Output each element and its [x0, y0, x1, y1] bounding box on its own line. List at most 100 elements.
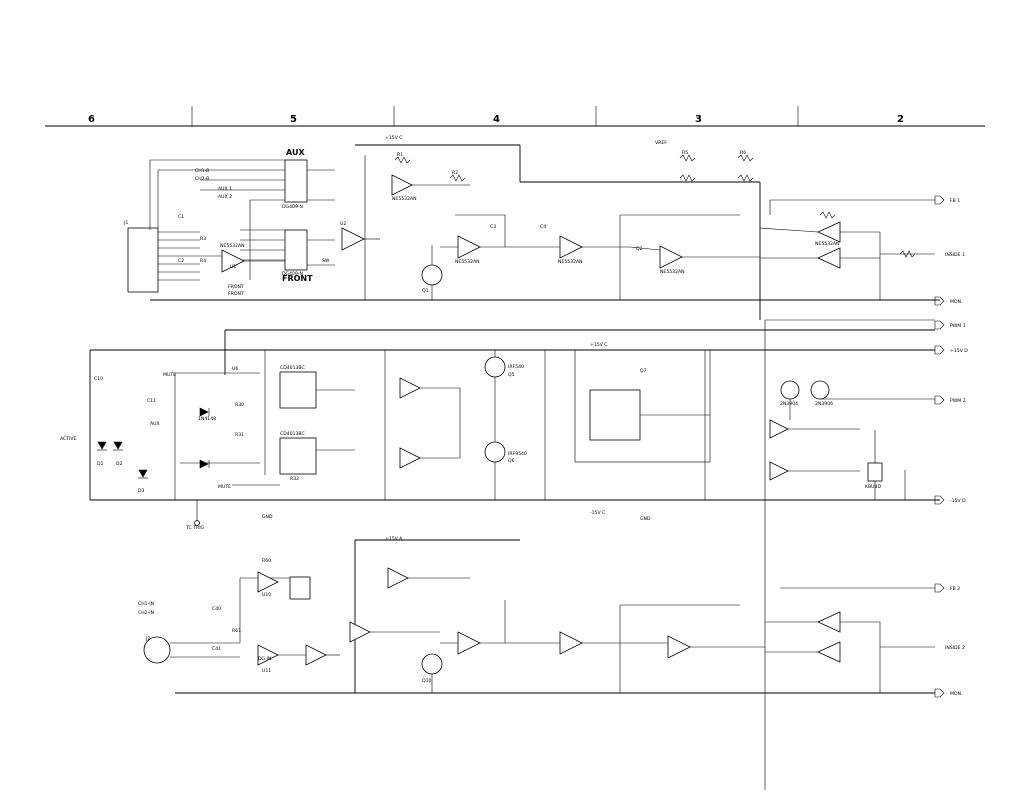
resistor-array-top	[394, 154, 916, 258]
port-front-1: FRONT	[228, 284, 244, 290]
port-sw: SW	[322, 258, 330, 264]
part-top-11: U2	[340, 221, 346, 227]
part-top-6: C1	[178, 214, 184, 220]
driver-opamp-a	[399, 377, 421, 399]
port-fb-2: FB 2	[950, 586, 960, 592]
part-bottom-5: U10	[262, 592, 271, 598]
input-connector-j2	[143, 636, 171, 664]
part-bottom-6: U11	[262, 668, 271, 674]
input-opamp-1-name: NE5532AN	[220, 243, 245, 249]
part-mid-9: Q6	[508, 458, 515, 464]
zone-header: 6 5 4 3 2	[45, 106, 985, 127]
ch2-output-opamp-b	[817, 641, 841, 663]
zone-label-3: 3	[695, 114, 702, 125]
port-front-2: FRONT	[228, 291, 244, 297]
part-top-3: R4	[200, 258, 206, 264]
switch-opamp-b	[391, 174, 413, 196]
transistor-q6	[484, 441, 506, 463]
comparator-a	[769, 419, 789, 439]
output-opamp-name: NE5532AN	[815, 241, 840, 247]
part-mid-11: U6	[232, 366, 238, 372]
device-note-0: 2N3904	[780, 401, 798, 407]
switch-opamp-a	[341, 227, 365, 251]
ch2-diff-opamp	[257, 644, 279, 666]
port-fb-1: FB 1	[950, 198, 960, 204]
device-notes: 2N3904 2N3906 1N4148	[198, 401, 833, 422]
channel-1-section: AUX DG409-N FRONT DG409-N CH1-B CH2-B AU…	[127, 144, 940, 320]
port-minus-15v-d: -15V D	[950, 498, 966, 504]
transistor-q5	[484, 356, 506, 378]
jfet-q1	[421, 264, 443, 286]
zone-label-2: 2	[897, 114, 904, 125]
ch2-input-opamp	[257, 571, 279, 593]
part-mid-4: C11	[147, 398, 156, 404]
zone-label-5: 5	[290, 114, 297, 125]
rail-labels: +15V C +15V C -15V C VREF +15V A	[385, 135, 667, 542]
part-mid-10: Q7	[640, 368, 647, 374]
port-ch2-b: CH2-B	[195, 176, 209, 182]
ch2-stage1-opamp	[349, 621, 371, 643]
flipflop-chip-2	[279, 437, 317, 475]
bridge-rectifier	[867, 462, 883, 482]
rail-vref: VREF	[655, 140, 667, 146]
rail-15v-c-mid: +15V C	[590, 342, 608, 348]
rail-15v-c-top: +15V C	[385, 135, 403, 141]
part-bottom-3: C41	[212, 646, 221, 652]
diode-array	[97, 407, 210, 479]
aux-mux-chip	[284, 159, 308, 203]
port-inside-2: INSIDE 2	[945, 645, 965, 651]
port-gnd-2: GND	[640, 516, 651, 522]
part-top-1: R2	[452, 170, 458, 176]
aux-label: AUX	[286, 148, 305, 157]
part-bottom-2: C40	[212, 606, 221, 612]
zone-label-4: 4	[493, 114, 500, 125]
part-top-0: R1	[397, 152, 403, 158]
part-bottom-1: R61	[232, 628, 241, 634]
transistor-q7	[780, 380, 800, 400]
ch2-stage2-opamp	[457, 631, 481, 655]
ch2-stage4-opamp	[667, 635, 691, 659]
bridge-rectifier-name: KBU8D	[865, 484, 881, 490]
ch2-switch-opamp	[387, 567, 409, 589]
stage2-opamp-name: NE5532AN	[455, 259, 480, 265]
part-top-2: R3	[200, 236, 206, 242]
port-ch1-b: CH1-B	[195, 168, 209, 174]
stage3-opamp	[559, 235, 583, 259]
part-mid-2: R32	[290, 476, 299, 482]
stage4-opamp-name: NE5532AN	[660, 269, 685, 275]
port-gnd: GND	[262, 514, 273, 520]
transistor-q5-name: IRF540	[508, 364, 524, 370]
signal-mute: MUTE	[163, 372, 176, 378]
flipflop-chip-1	[279, 371, 317, 409]
part-mid-1: R31	[235, 432, 244, 438]
transistor-q8	[810, 380, 830, 400]
switch-opamp-b-name: NE5532AN	[392, 196, 417, 202]
part-top-10: U1	[230, 264, 236, 270]
port-plus-15v-d: +15V D	[950, 348, 968, 354]
rail-15v-a: +15V A	[385, 536, 403, 542]
part-top-13: Q1	[422, 288, 429, 294]
transistor-q6-name: IRF9540	[508, 451, 527, 457]
control-section: CD4013BC CD4013BC MUTE ACTIVE TC TRIG MU…	[60, 319, 940, 790]
part-bottom-4: J2	[145, 636, 150, 642]
port-ch1-in: CH1-IN	[138, 601, 154, 607]
port-aux-1: AUX 1	[218, 186, 232, 192]
front-label: FRONT	[282, 274, 313, 283]
part-mid-8: Q5	[508, 372, 515, 378]
signal-aux: AUX	[150, 421, 160, 427]
rail-minus-15v-c: -15V C	[590, 510, 605, 516]
part-top-7: C2	[178, 258, 184, 264]
stage4-opamp	[659, 245, 683, 269]
signal-tc-trig: TC TRIG	[185, 525, 205, 531]
signal-mute-2: MUTE	[218, 484, 231, 490]
part-top-5: R6	[740, 150, 746, 156]
port-ch2-in: CH2-IN	[138, 610, 154, 616]
part-mid-0: R30	[235, 402, 244, 408]
stage2-opamp	[457, 235, 481, 259]
signal-active: ACTIVE	[60, 436, 77, 442]
flipflop-chip-2-name: CD4013BC	[280, 431, 305, 437]
channel-2-section: CH1-IN CH2-IN	[138, 539, 935, 694]
aux-mux-name: DG409-N	[282, 204, 303, 210]
port-mon-1: MON	[950, 299, 961, 305]
